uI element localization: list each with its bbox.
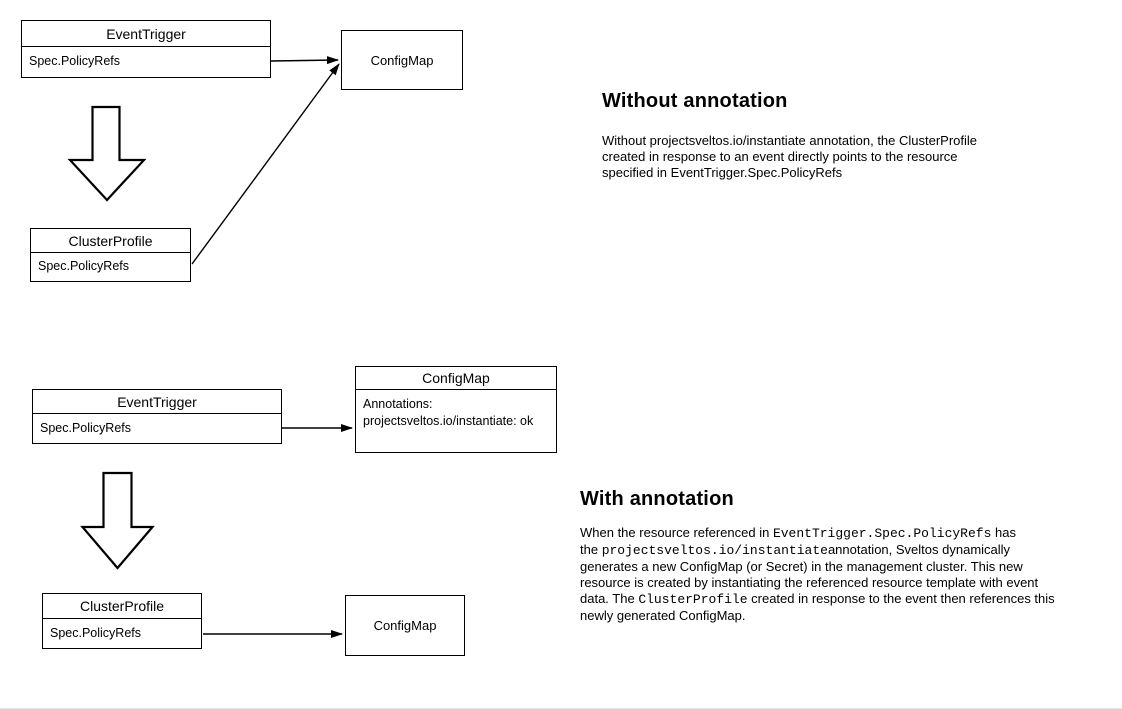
section-with-annotation: With annotation When the resource refere…: [580, 486, 1122, 624]
section-without-annotation: Without annotation Without projectsvelto…: [602, 88, 1032, 181]
section-heading: With annotation: [580, 488, 734, 510]
section-heading: Without annotation: [602, 90, 788, 112]
event-trigger-title: EventTrigger: [22, 21, 270, 47]
config-map-box: ConfigMap: [345, 595, 465, 656]
event-trigger-field: Spec.PolicyRefs: [29, 54, 121, 69]
event-trigger-title: EventTrigger: [33, 390, 281, 414]
section-paragraph: When the resource referenced in EventTri…: [580, 525, 1055, 623]
section-paragraph: Without projectsveltos.io/instantiate an…: [602, 133, 978, 180]
event-trigger-box: EventTrigger Spec.PolicyRefs: [32, 389, 282, 444]
cluster-profile-box: ClusterProfile Spec.PolicyRefs: [42, 593, 202, 649]
block-down-arrow-without: [67, 105, 147, 202]
event-trigger-field: Spec.PolicyRefs: [40, 420, 132, 435]
annotations-label: Annotations:: [363, 397, 433, 411]
cluster-profile-box: ClusterProfile Spec.PolicyRefs: [30, 228, 191, 282]
arrow-clusterprofile-to-configmap-without: [191, 63, 340, 265]
arrow-eventtrigger-to-configmap-without: [270, 56, 339, 65]
cluster-profile-title: ClusterProfile: [43, 594, 201, 619]
cluster-profile-field: Spec.PolicyRefs: [38, 259, 130, 274]
event-trigger-box: EventTrigger Spec.PolicyRefs: [21, 20, 271, 78]
config-map-annotations: Annotations: projectsveltos.io/instantia…: [356, 390, 556, 436]
annotations-value: projectsveltos.io/instantiate: ok: [363, 414, 534, 428]
config-map-box: ConfigMap: [341, 30, 463, 90]
config-map-annotated-title: ConfigMap: [356, 367, 556, 390]
config-map-annotated-box: ConfigMap Annotations: projectsveltos.io…: [355, 366, 557, 453]
block-down-arrow-with: [80, 471, 155, 570]
cluster-profile-title: ClusterProfile: [31, 229, 190, 253]
cluster-profile-field: Spec.PolicyRefs: [50, 625, 142, 640]
